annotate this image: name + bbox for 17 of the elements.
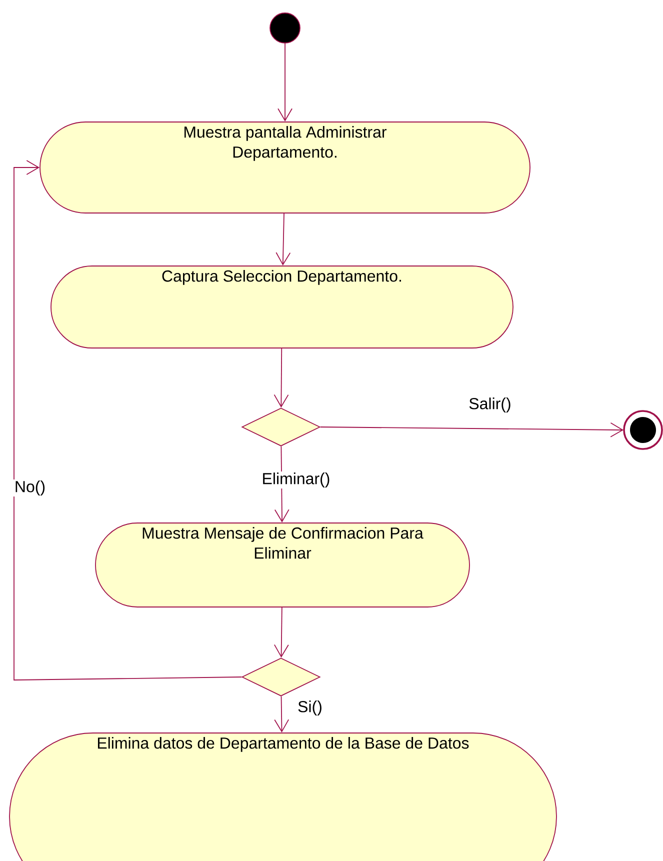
arrow [278,43,292,122]
arrow [274,348,289,408]
start-state [270,12,300,44]
edge-label: Salir() [468,396,512,414]
arrow [274,607,289,658]
arrow [274,696,290,733]
arrow [14,160,242,680]
activity-box: Muestra pantalla Administrar Departamento. [40,122,530,214]
edge-label: No() [13,480,47,496]
activity-box: Captura Seleccion Departamento. [50,266,514,348]
arrow [276,213,291,266]
arrow [320,422,624,438]
activity-box: Elimina datos de Departamento de la Base de Datos [9,732,557,861]
end-state [623,410,663,450]
edge-label: Eliminar() [260,472,332,488]
edge-label: Si() [296,700,324,716]
activity-box: Muestra Mensaje de Confirmacion Para Eliminar [95,522,470,608]
